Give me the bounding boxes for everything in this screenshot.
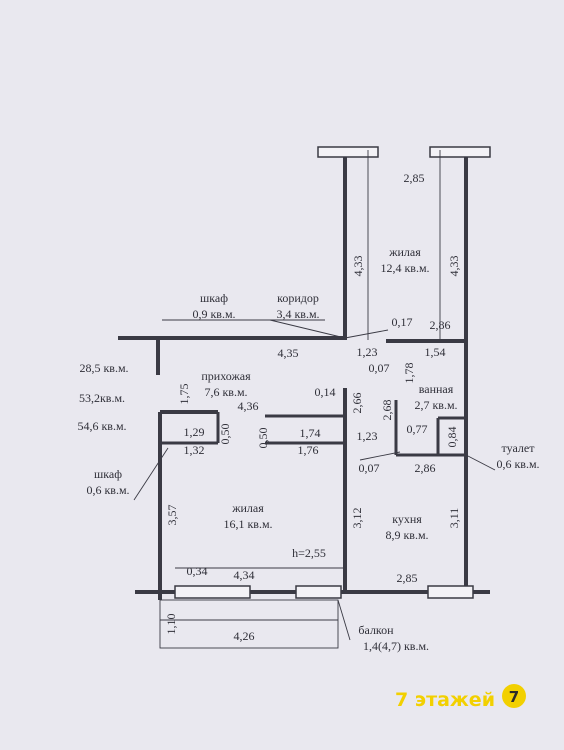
room-labels: жилая 12,4 кв.м. шкаф 0,9 кв.м. коридор … (86, 245, 539, 653)
dim-176: 1,76 (298, 443, 319, 457)
dim-286-b: 2,86 (415, 461, 436, 475)
window-living (174, 585, 251, 599)
room-area-closet-top: 0,9 кв.м. (192, 307, 235, 321)
dim-007-a: 0,07 (369, 361, 390, 375)
total-living-area: 28,5 кв.м. (79, 361, 128, 375)
window-top-right (429, 146, 491, 158)
dim-268: 2,68 (380, 400, 394, 421)
dim-110: 1,10 (164, 614, 178, 635)
dim-050-b: 0,50 (256, 428, 270, 449)
dim-357: 3,57 (165, 505, 179, 526)
dim-077: 0,77 (407, 422, 428, 436)
dim-426: 4,26 (234, 629, 255, 643)
room-name-corridor: коридор (277, 291, 319, 305)
dim-178: 1,78 (402, 363, 416, 384)
dim-175: 1,75 (177, 384, 191, 405)
dim-123-b: 1,23 (357, 429, 378, 443)
dim-286-a: 2,86 (430, 318, 451, 332)
dim-285-b: 2,85 (397, 571, 418, 585)
room-area-toilet: 0,6 кв.м. (496, 457, 539, 471)
dim-017: 0,17 (392, 315, 413, 329)
room-name-hallway: прихожая (201, 369, 251, 383)
watermark: 7 этажей 7 (395, 684, 526, 711)
room-name-bathroom: ванная (419, 382, 454, 396)
dim-266: 2,66 (350, 393, 364, 414)
total-area-with-balcony: 54,6 кв.м. (77, 419, 126, 433)
room-area-balcony: 1,4(4,7) кв.м. (363, 639, 429, 653)
dim-436: 4,36 (238, 399, 259, 413)
dim-434: 4,34 (234, 568, 255, 582)
room-area-living-top: 12,4 кв.м. (380, 261, 429, 275)
dim-top-left-h: 4,33 (351, 256, 365, 277)
dim-311: 3,11 (447, 508, 461, 529)
watermark-badge-number: 7 (509, 688, 519, 706)
room-name-toilet: туалет (502, 441, 536, 455)
dim-014: 0,14 (315, 385, 336, 399)
room-name-balcony: балкон (358, 623, 394, 637)
dim-154: 1,54 (425, 345, 446, 359)
room-name-living-top: жилая (388, 245, 421, 259)
window-kitchen (427, 585, 474, 599)
room-area-closet-left: 0,6 кв.м. (86, 483, 129, 497)
room-name-living-main: жилая (231, 501, 264, 515)
watermark-text: 7 этажей (395, 689, 495, 711)
balcony-outline (159, 599, 339, 649)
dim-050-a: 0,50 (218, 424, 232, 445)
dimension-labels: 2,85 0,17 2,86 4,35 1,23 1,54 0,07 4,36 … (184, 171, 451, 643)
dimension-labels-vertical: 4,33 4,33 1,78 1,75 2,66 2,68 0,50 0,50 … (164, 256, 461, 635)
ceiling-height: h=2,55 (292, 546, 326, 560)
dim-312: 3,12 (350, 508, 364, 529)
area-totals: 28,5 кв.м. 53,2кв.м. 54,6 кв.м. (77, 361, 128, 433)
room-area-hallway: 7,6 кв.м. (204, 385, 247, 399)
window-top-left (317, 146, 379, 158)
room-area-corridor: 3,4 кв.м. (276, 307, 319, 321)
dim-007-b: 0,07 (359, 461, 380, 475)
windows (174, 146, 491, 599)
dim-123-a: 1,23 (357, 345, 378, 359)
room-area-living-main: 16,1 кв.м. (223, 517, 272, 531)
dim-top-width: 2,85 (404, 171, 425, 185)
room-name-closet-top: шкаф (200, 291, 228, 305)
watermark-badge-icon (502, 684, 526, 708)
dim-top-right-h: 4,33 (447, 256, 461, 277)
dim-034: 0,34 (187, 564, 208, 578)
room-area-kitchen: 8,9 кв.м. (385, 528, 428, 542)
dim-435: 4,35 (278, 346, 299, 360)
dim-129: 1,29 (184, 425, 205, 439)
room-name-kitchen: кухня (392, 512, 422, 526)
dim-084: 0,84 (445, 427, 459, 448)
room-name-closet-left: шкаф (94, 467, 122, 481)
dimension-lines (133, 150, 496, 641)
dim-132: 1,32 (184, 443, 205, 457)
dim-174: 1,74 (300, 426, 321, 440)
balcony-door (295, 585, 342, 599)
room-area-bathroom: 2,7 кв.м. (414, 398, 457, 412)
total-area: 53,2кв.м. (79, 391, 125, 405)
